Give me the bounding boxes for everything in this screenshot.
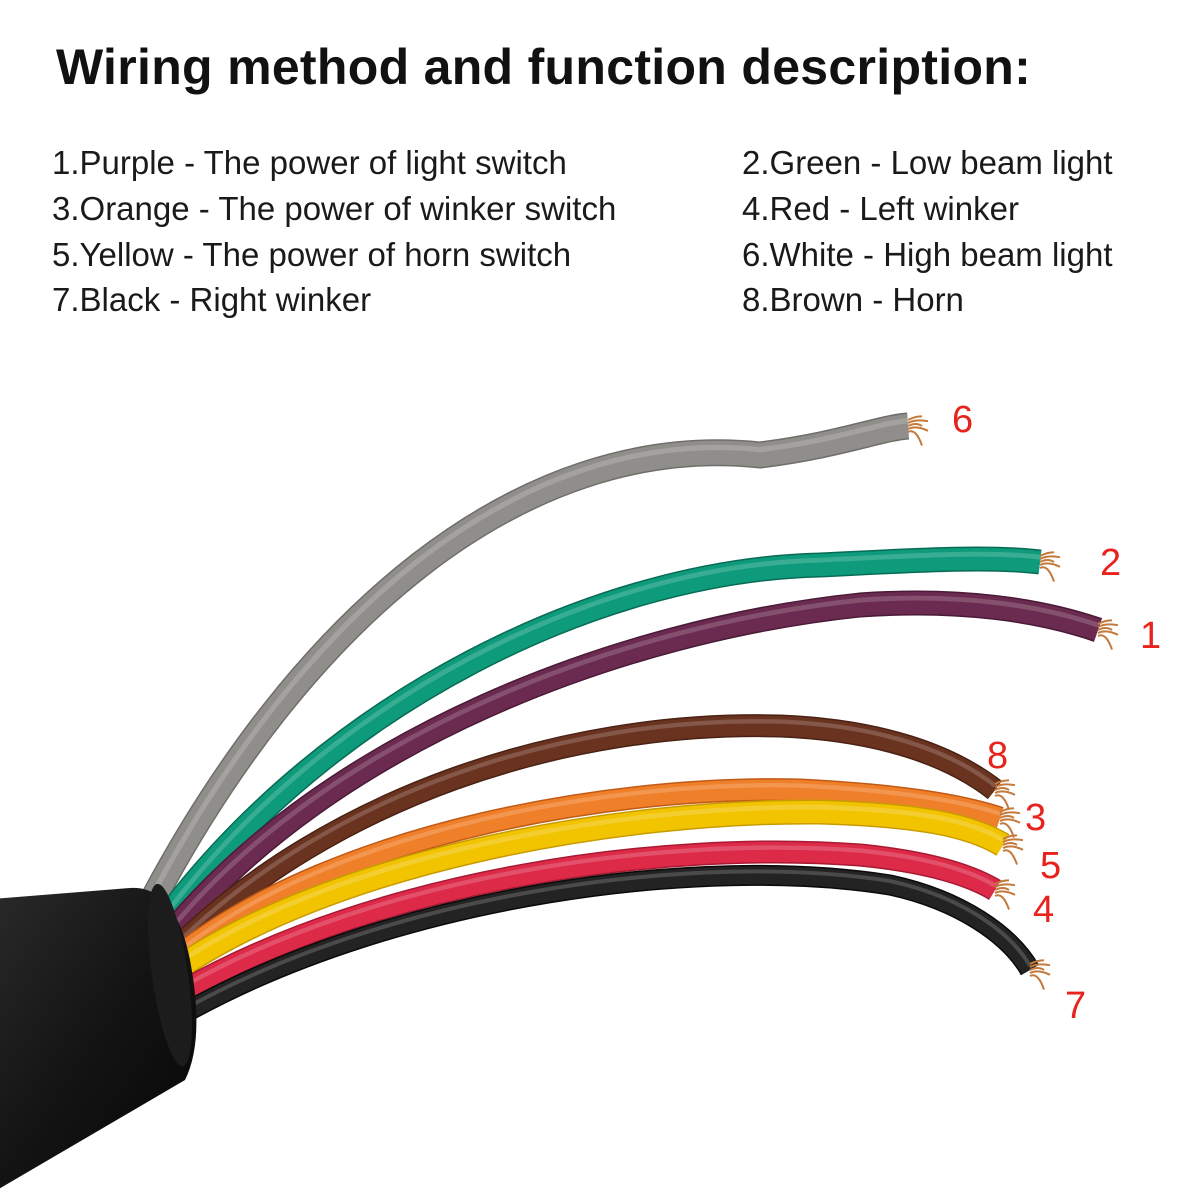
desc-green: 2.Green - Low beam light [742,144,1113,181]
cable-jacket-body [0,887,197,1189]
wire-3 [173,779,1004,963]
wire-label-6: 6 [952,399,973,441]
wire-label-7: 7 [1065,985,1086,1027]
copper-strand [1002,834,1018,840]
wire-6 [139,414,910,911]
wire-4-highlight [183,845,997,988]
wire-2-copper-tip [1039,551,1061,582]
wire-label-5: 5 [1040,845,1061,887]
copper-strand [1029,970,1051,976]
copper-strand [1002,838,1024,843]
wire-8-copper-tip [994,779,1016,810]
copper-strand [1097,630,1119,636]
wire-4 [180,842,1001,999]
copper-strand [1002,845,1024,851]
wire-2-highlight [163,551,1041,917]
desc-yellow: 5.Yellow - The power of horn switch [52,236,572,273]
wire-1-highlight [168,595,1099,932]
wire-6-copper-tip [907,415,929,446]
wire-1 [161,591,1102,942]
wire-7-highlight [189,869,1032,1008]
copper-strand [1039,562,1061,568]
copper-strand [907,419,929,424]
wire-5-copper-tip [1002,834,1024,865]
copper-strand [1039,555,1061,560]
desc-brown: 8.Brown - Horn [742,281,964,318]
wire-4-copper-tip [994,879,1016,910]
copper-strand [1097,623,1119,628]
copper-strand [999,815,1015,819]
copper-strand [1029,963,1051,968]
wire-label-2: 2 [1100,542,1121,584]
wire-7-copper-tip [1029,959,1051,990]
wire-5 [161,800,1009,984]
copper-strand [994,879,1010,885]
copper-strand [1039,551,1055,557]
copper-strand [999,807,1015,813]
wire-8 [173,715,1002,953]
cable-jacket [0,883,197,1189]
desc-orange: 3.Orange - The power of winker switch [52,190,617,227]
wire-label-3: 3 [1025,797,1046,839]
wire-8-highlight [178,719,997,943]
desc-white: 6.White - High beam light [742,236,1113,273]
wire-3-highlight [178,783,1001,953]
copper-strand [1097,627,1113,631]
desc-red: 4.Red - Left winker [742,190,1019,227]
cable-jacket-end [148,883,192,1067]
wire-labels: 6 21 83 54 7 [952,399,1161,1027]
copper-strand [994,787,1010,791]
copper-strand [994,783,1016,788]
copper-strand [1002,842,1018,846]
copper-strand [1039,559,1055,563]
wire-6-highlight [147,418,909,901]
desc-black: 7.Black - Right winker [52,281,372,318]
copper-strand [1097,619,1113,625]
copper-strand [907,426,929,432]
page-title: Wiring method and function description: [56,39,1032,95]
copper-strand [994,790,1016,796]
wire-5-highlight [166,804,1005,973]
copper-strand [907,415,923,421]
copper-strand [994,894,1010,910]
copper-strand [994,779,1010,785]
copper-strand [999,818,1021,824]
wire-3-copper-tip [999,807,1021,838]
copper-strand [1039,566,1055,582]
copper-strand [1002,849,1018,865]
copper-strand [999,811,1021,816]
copper-strand [907,430,923,446]
desc-purple: 1.Purple - The power of light switch [52,144,567,181]
copper-strand [1029,974,1045,990]
copper-strand [994,887,1010,891]
copper-strand [994,890,1016,896]
wire-label-8: 8 [987,735,1008,777]
copper-strand [1097,634,1113,650]
copper-strand [1029,967,1045,971]
copper-strand [994,794,1010,810]
copper-strand [1029,959,1045,965]
wire-label-1: 1 [1140,615,1161,657]
wire-2 [156,548,1042,927]
copper-strand [907,423,923,427]
wire-7 [185,866,1038,1018]
wire-label-4: 4 [1033,889,1054,931]
wires-group [138,412,1119,1020]
copper-strand [994,883,1016,888]
wire-1-copper-tip [1097,619,1119,650]
